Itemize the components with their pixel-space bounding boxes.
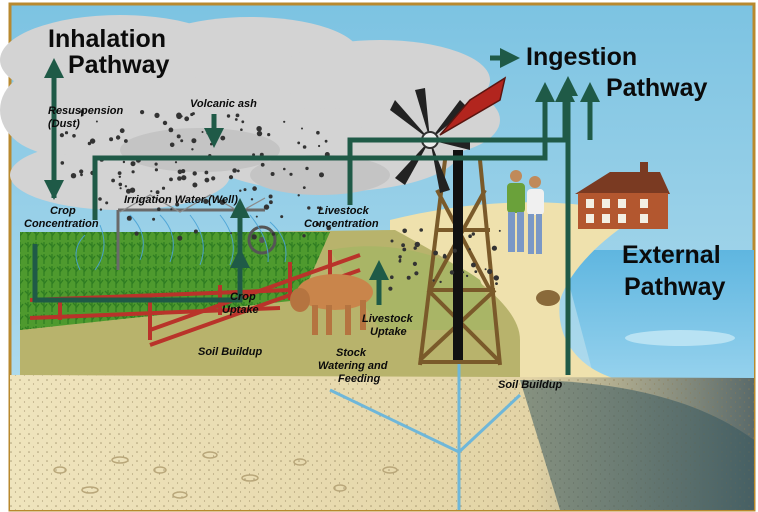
ingestion-pathway-title: Pathway	[606, 74, 708, 102]
soil-buildup-left-label: Soil Buildup	[198, 346, 263, 358]
irrigation-label: Irrigation Water (Well)	[124, 194, 238, 206]
dust-label: (Dust)	[48, 118, 80, 130]
volcanic-ash-label: Volcanic ash	[190, 98, 257, 110]
stock-label-3: Feeding	[338, 373, 381, 385]
turtle	[536, 290, 560, 306]
inhalation-title: Inhalation	[48, 25, 167, 53]
farmhouse	[575, 162, 670, 229]
inhalation-pathway-title: Pathway	[68, 51, 170, 79]
soil-buildup-right-label: Soil Buildup	[498, 379, 563, 391]
windmill-blades	[390, 88, 470, 193]
external-title: External	[622, 241, 721, 269]
resuspension-label: Resuspension	[48, 105, 124, 117]
livestock-concentration-label-2: Concentration	[304, 218, 379, 230]
windmill	[390, 76, 507, 366]
stock-label-1: Stock	[336, 347, 366, 359]
livestock-concentration-label-1: Livestock	[318, 205, 369, 217]
sea	[560, 250, 754, 400]
livestock-uptake-label-1: Livestock	[362, 313, 413, 325]
cow	[290, 274, 373, 335]
people	[507, 170, 544, 254]
pathway-arrows	[32, 48, 600, 375]
crop-concentration-label-2: Concentration	[24, 218, 99, 230]
external-pathway-title: Pathway	[624, 273, 726, 301]
stock-label-2: Watering and	[318, 360, 388, 372]
ingestion-title: Ingestion	[526, 43, 638, 71]
livestock-uptake-label-2: Uptake	[370, 326, 407, 338]
groundwater-flow	[329, 360, 522, 510]
crop-uptake-label-2: Uptake	[222, 304, 259, 316]
crop-concentration-label-1: Crop	[50, 205, 76, 217]
crop-uptake-label-1: Crop	[230, 291, 256, 303]
